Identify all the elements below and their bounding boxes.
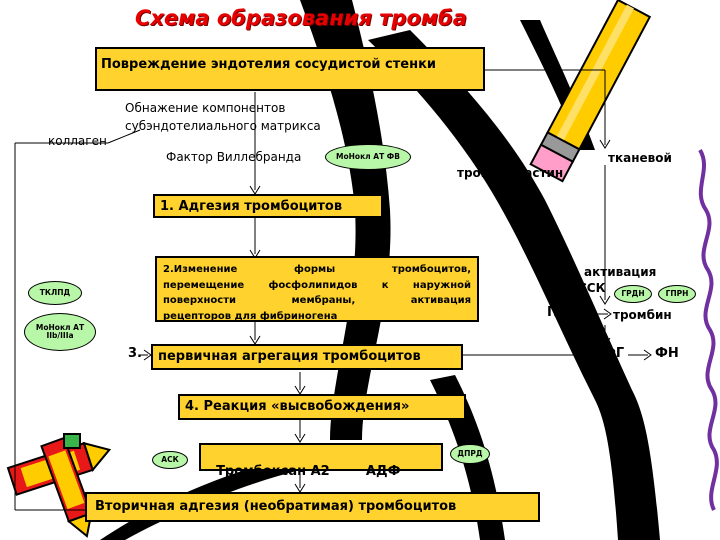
crayons-icon [6,433,112,538]
shape-change-line-2: перемещение фосфолипидов к наружной [163,279,471,291]
thrombin-label: тромбин [613,308,672,322]
secondary-adhesion-box: Вторичная адгезия (необратимая) тромбоци… [85,492,540,522]
pill-monokl-fv: МоНокл АТ ФВ [325,144,411,170]
fg-label: ФГ [603,346,625,361]
pill-tklpd: ТКЛПД [28,281,82,305]
ptr-label: ПТР [547,305,577,320]
secondary-adhesion-text: Вторичная адгезия (необратимая) тромбоци… [95,499,457,514]
activation-label: активация [584,265,657,279]
primary-aggregation-text: первичная агрегация тромбоцитов [158,349,421,364]
step3-label: 3. [128,346,142,361]
shape-change-line-1: 2.Изменение формы тромбоцитов, [163,264,471,275]
release-reaction-text: 4. Реакция «высвобождения» [185,399,410,414]
thromboxane-text: Тромбоксан А2 АДФ [216,464,401,479]
connectors [14,69,652,511]
endothelium-damage-text: Повреждение эндотелия сосудистой стенки [101,57,437,72]
endothelium-damage-box: Повреждение эндотелия сосудистой стенки [95,47,485,91]
willebrand-label: Фактор Виллебранда [166,150,302,164]
collagen-label: коллаген [48,134,107,148]
shape-change-box: 2.Изменение формы тромбоцитов, перемещен… [155,256,479,322]
black-band-left [300,0,391,440]
page-title: Схема образования тромба [135,6,467,30]
subendothelial-label-2: субэндотелиального матрикса [125,119,321,133]
black-band-middle [368,30,660,540]
subendothelial-label-1: Обнажение компонентов [125,101,286,115]
pill-monokl-iib: МоНокл АТ IIb/IIIa [24,313,96,351]
fn-label: ФН [655,346,679,361]
pill-grdn: ГРДН [614,285,652,303]
tissue-label: тканевой [608,151,672,165]
adhesion-text: 1. Адгезия тромбоцитов [160,199,343,214]
pill-gprn: ГПРН [658,285,696,303]
thromboplastin-label: тромбопластин [457,166,564,180]
pencil-icon [529,0,652,183]
shape-change-line-3: поверхности мембраны, активация [163,295,471,306]
pill-ask: АСК [152,451,188,469]
shape-change-line-4: рецепторов для фибриногена [163,310,338,322]
purple-squiggle [698,148,719,511]
primary-aggregation-box: первичная агрегация тромбоцитов [151,344,463,370]
ssk-label: ССК [578,281,606,295]
release-reaction-box: 4. Реакция «высвобождения» [178,394,466,420]
pill-dprd: ДПРД [450,444,490,464]
thromboxane-box: Тромбоксан А2 АДФ [199,443,443,479]
adhesion-box: 1. Адгезия тромбоцитов [153,194,383,218]
